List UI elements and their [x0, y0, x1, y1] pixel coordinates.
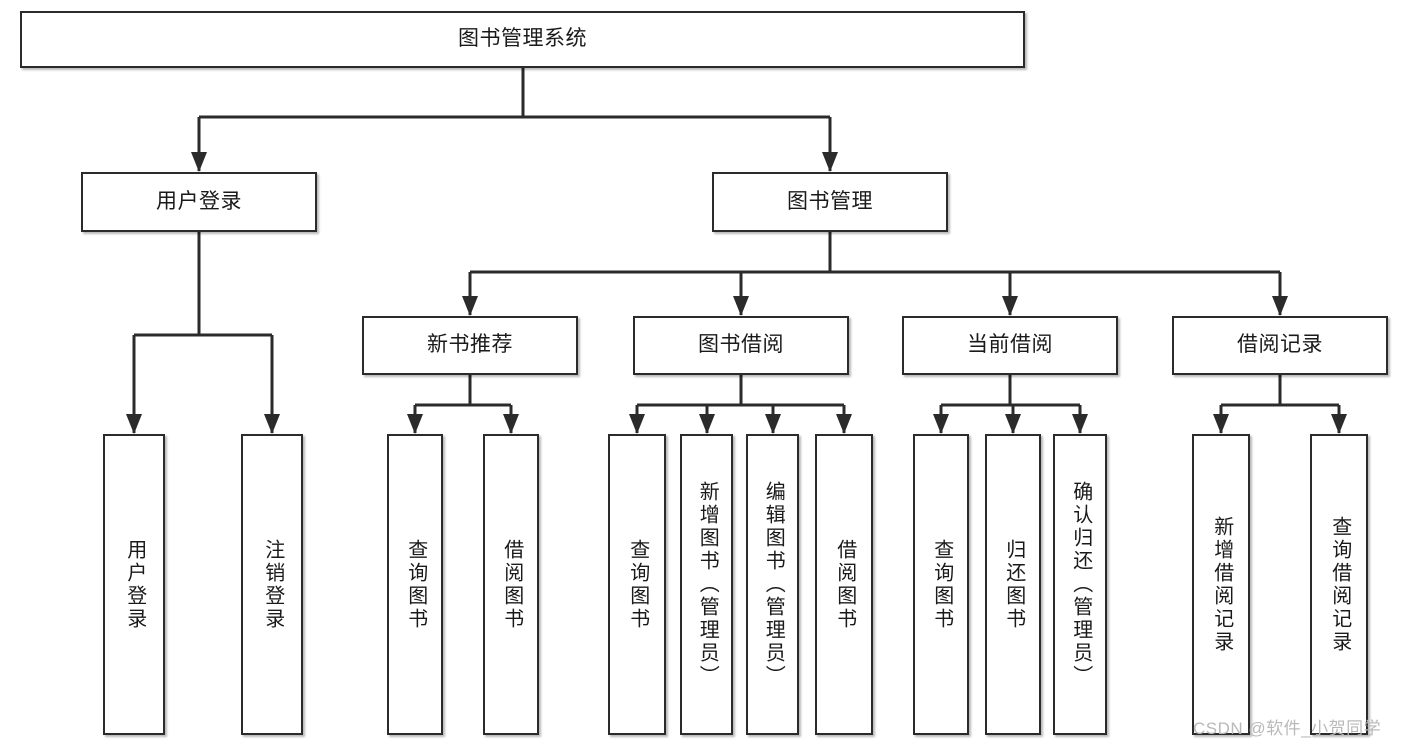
node-new-book-rec[interactable]: 新书推荐 [362, 316, 578, 375]
arrowhead-icon [933, 414, 949, 434]
node-current-borrow[interactable]: 当前借阅 [902, 316, 1118, 375]
node-leaf-add-book[interactable]: 新增图书（管理员） [680, 434, 733, 735]
node-root[interactable]: 图书管理系统 [20, 11, 1025, 68]
arrowhead-icon [1002, 296, 1018, 316]
node-label: 新增图书（管理员） [696, 481, 719, 688]
node-label: 当前借阅 [967, 333, 1053, 357]
arrowhead-icon [1005, 414, 1021, 434]
node-label: 查询图书 [930, 538, 953, 631]
node-label: 归还图书 [1002, 538, 1025, 631]
arrowhead-icon [765, 414, 781, 434]
node-leaf-edit-book[interactable]: 编辑图书（管理员） [746, 434, 799, 735]
node-label: 编辑图书（管理员） [762, 481, 785, 688]
arrowhead-icon [699, 414, 715, 434]
node-leaf-user-logout[interactable]: 注销登录 [241, 434, 303, 735]
node-leaf-confirm-return[interactable]: 确认归还（管理员） [1053, 434, 1107, 735]
node-label: 查询图书 [626, 538, 649, 631]
node-leaf-add-record[interactable]: 新增借阅记录 [1192, 434, 1250, 735]
node-leaf-query-book-1[interactable]: 查询图书 [387, 434, 443, 735]
node-borrow-record[interactable]: 借阅记录 [1172, 316, 1388, 375]
node-label: 图书借阅 [698, 333, 784, 357]
node-label: 图书管理系统 [458, 27, 587, 51]
arrowhead-icon [503, 414, 519, 434]
node-label: 借阅记录 [1237, 333, 1323, 357]
node-label: 借阅图书 [833, 538, 856, 631]
arrowhead-icon [836, 414, 852, 434]
arrowhead-icon [1272, 296, 1288, 316]
node-label: 注销登录 [261, 538, 284, 631]
node-leaf-borrow-book-1[interactable]: 借阅图书 [483, 434, 539, 735]
node-label: 借阅图书 [500, 538, 523, 631]
node-leaf-query-record[interactable]: 查询借阅记录 [1310, 434, 1368, 735]
node-user-login[interactable]: 用户登录 [81, 172, 317, 232]
node-label: 新增借阅记录 [1210, 515, 1233, 654]
node-book-borrow[interactable]: 图书借阅 [633, 316, 849, 375]
node-book-manage[interactable]: 图书管理 [712, 172, 948, 232]
arrowhead-icon [1213, 414, 1229, 434]
node-label: 用户登录 [123, 538, 146, 631]
node-label: 确认归还（管理员） [1069, 481, 1092, 688]
arrowhead-icon [191, 152, 207, 172]
node-label: 查询图书 [404, 538, 427, 631]
node-label: 图书管理 [787, 189, 873, 213]
node-label: 查询借阅记录 [1328, 515, 1351, 654]
node-leaf-return-book[interactable]: 归还图书 [985, 434, 1041, 735]
node-leaf-borrow-book-2[interactable]: 借阅图书 [815, 434, 873, 735]
arrowhead-icon [126, 414, 142, 434]
csdn-watermark: CSDN @软件_小贺同学 [1193, 719, 1382, 738]
arrowhead-icon [822, 152, 838, 172]
arrowhead-icon [264, 414, 280, 434]
arrowhead-icon [1072, 414, 1088, 434]
node-leaf-query-book-2[interactable]: 查询图书 [608, 434, 666, 735]
arrowhead-icon [629, 414, 645, 434]
node-leaf-query-book-3[interactable]: 查询图书 [913, 434, 969, 735]
node-leaf-user-login[interactable]: 用户登录 [103, 434, 165, 735]
arrowhead-icon [407, 414, 423, 434]
node-label: 用户登录 [156, 189, 242, 213]
arrowhead-icon [462, 296, 478, 316]
node-label: 新书推荐 [427, 333, 513, 357]
arrowhead-icon [1331, 414, 1347, 434]
arrowhead-icon [733, 296, 749, 316]
